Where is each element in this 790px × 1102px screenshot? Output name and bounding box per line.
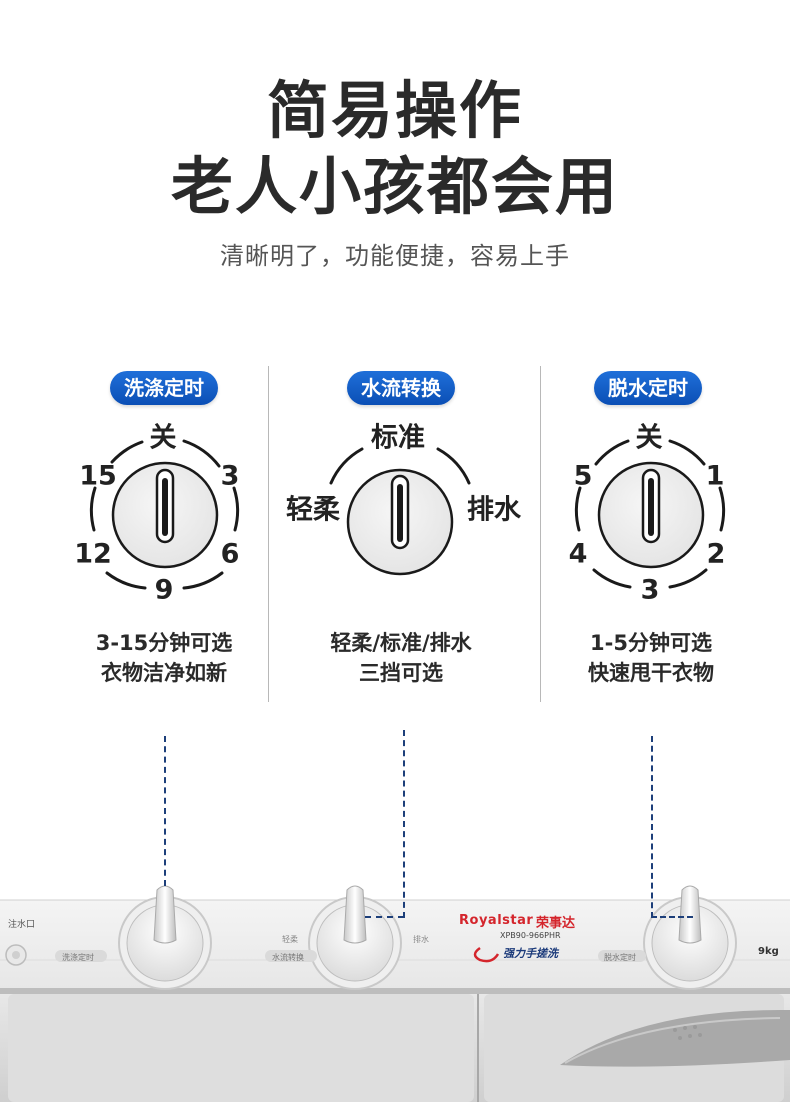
capacity-label: 9kg <box>758 946 779 957</box>
spin-dial-label-1: 1 <box>705 460 725 492</box>
brand-english: Royalstar <box>459 913 534 928</box>
spin-desc-line2: 快速甩干衣物 <box>588 661 714 685</box>
washing-machine-panel <box>0 885 790 1102</box>
wash-dial-label-12: 12 <box>74 538 112 570</box>
flow-desc-line2: 三挡可选 <box>359 661 443 685</box>
page-title-line1: 简易操作 <box>266 74 523 147</box>
spin-dial-label-off: 关 <box>635 422 663 454</box>
water-flow-panel-label: 水流转换 <box>272 953 304 962</box>
spin-dial-label-2: 2 <box>706 538 726 570</box>
wash-desc-line2: 衣物洁净如新 <box>101 661 227 685</box>
brand-chinese: 荣事达 <box>536 916 576 931</box>
page-subtitle: 清晰明了，功能便捷，容易上手 <box>220 242 570 270</box>
spin-dial-label-5: 5 <box>573 460 593 492</box>
wash-dial-label-9: 9 <box>154 574 174 606</box>
spin-timer-description: 1-5分钟可选 快速甩干衣物 <box>588 628 714 688</box>
spin-timer-panel-label: 脱水定时 <box>604 953 636 962</box>
flow-dial-label-drain: 排水 <box>467 494 521 526</box>
wash-dial-label-3: 3 <box>220 460 240 492</box>
inlet-label: 注水口 <box>8 920 36 930</box>
gentle-panel-label: 轻柔 <box>282 935 298 944</box>
page-title-line2: 老人小孩都会用 <box>170 150 619 223</box>
spin-dial-label-4: 4 <box>568 538 588 570</box>
wash-dial-label-off: 关 <box>149 422 177 454</box>
column-divider <box>540 366 541 702</box>
wash-timer-dial <box>89 439 240 590</box>
spin-dial-label-3: 3 <box>640 574 660 606</box>
spin-desc-line1: 1-5分钟可选 <box>590 631 712 655</box>
wash-desc-line1: 3-15分钟可选 <box>95 631 233 655</box>
flow-callout-line <box>403 730 405 918</box>
wash-dial-label-15: 15 <box>79 460 117 492</box>
spin-timer-dial <box>574 439 726 589</box>
water-flow-pill: 水流转换 <box>347 371 455 405</box>
spin-timer-pill: 脱水定时 <box>594 371 702 405</box>
spin-callout-elbow <box>651 916 693 918</box>
wash-callout-line <box>164 736 166 886</box>
water-flow-dial <box>329 447 471 576</box>
spin-callout-line <box>651 736 653 918</box>
flow-callout-elbow <box>365 916 404 918</box>
model-number: XPB90-966PHR <box>500 931 561 940</box>
flow-desc-line1: 轻柔/标准/排水 <box>330 631 472 655</box>
wash-timer-description: 3-15分钟可选 衣物洁净如新 <box>96 628 233 688</box>
wash-timer-pill: 洗涤定时 <box>110 371 218 405</box>
slogan: 强力手搓洗 <box>503 947 558 960</box>
wash-timer-panel-label: 洗涤定时 <box>62 953 94 962</box>
dial-graphics <box>89 439 726 590</box>
flow-dial-label-standard: 标准 <box>371 422 425 454</box>
column-divider <box>268 366 269 702</box>
water-flow-description: 轻柔/标准/排水 三挡可选 <box>330 628 471 688</box>
flow-dial-label-gentle: 轻柔 <box>286 494 340 526</box>
wash-dial-label-6: 6 <box>220 538 240 570</box>
drain-panel-label: 排水 <box>413 935 429 944</box>
